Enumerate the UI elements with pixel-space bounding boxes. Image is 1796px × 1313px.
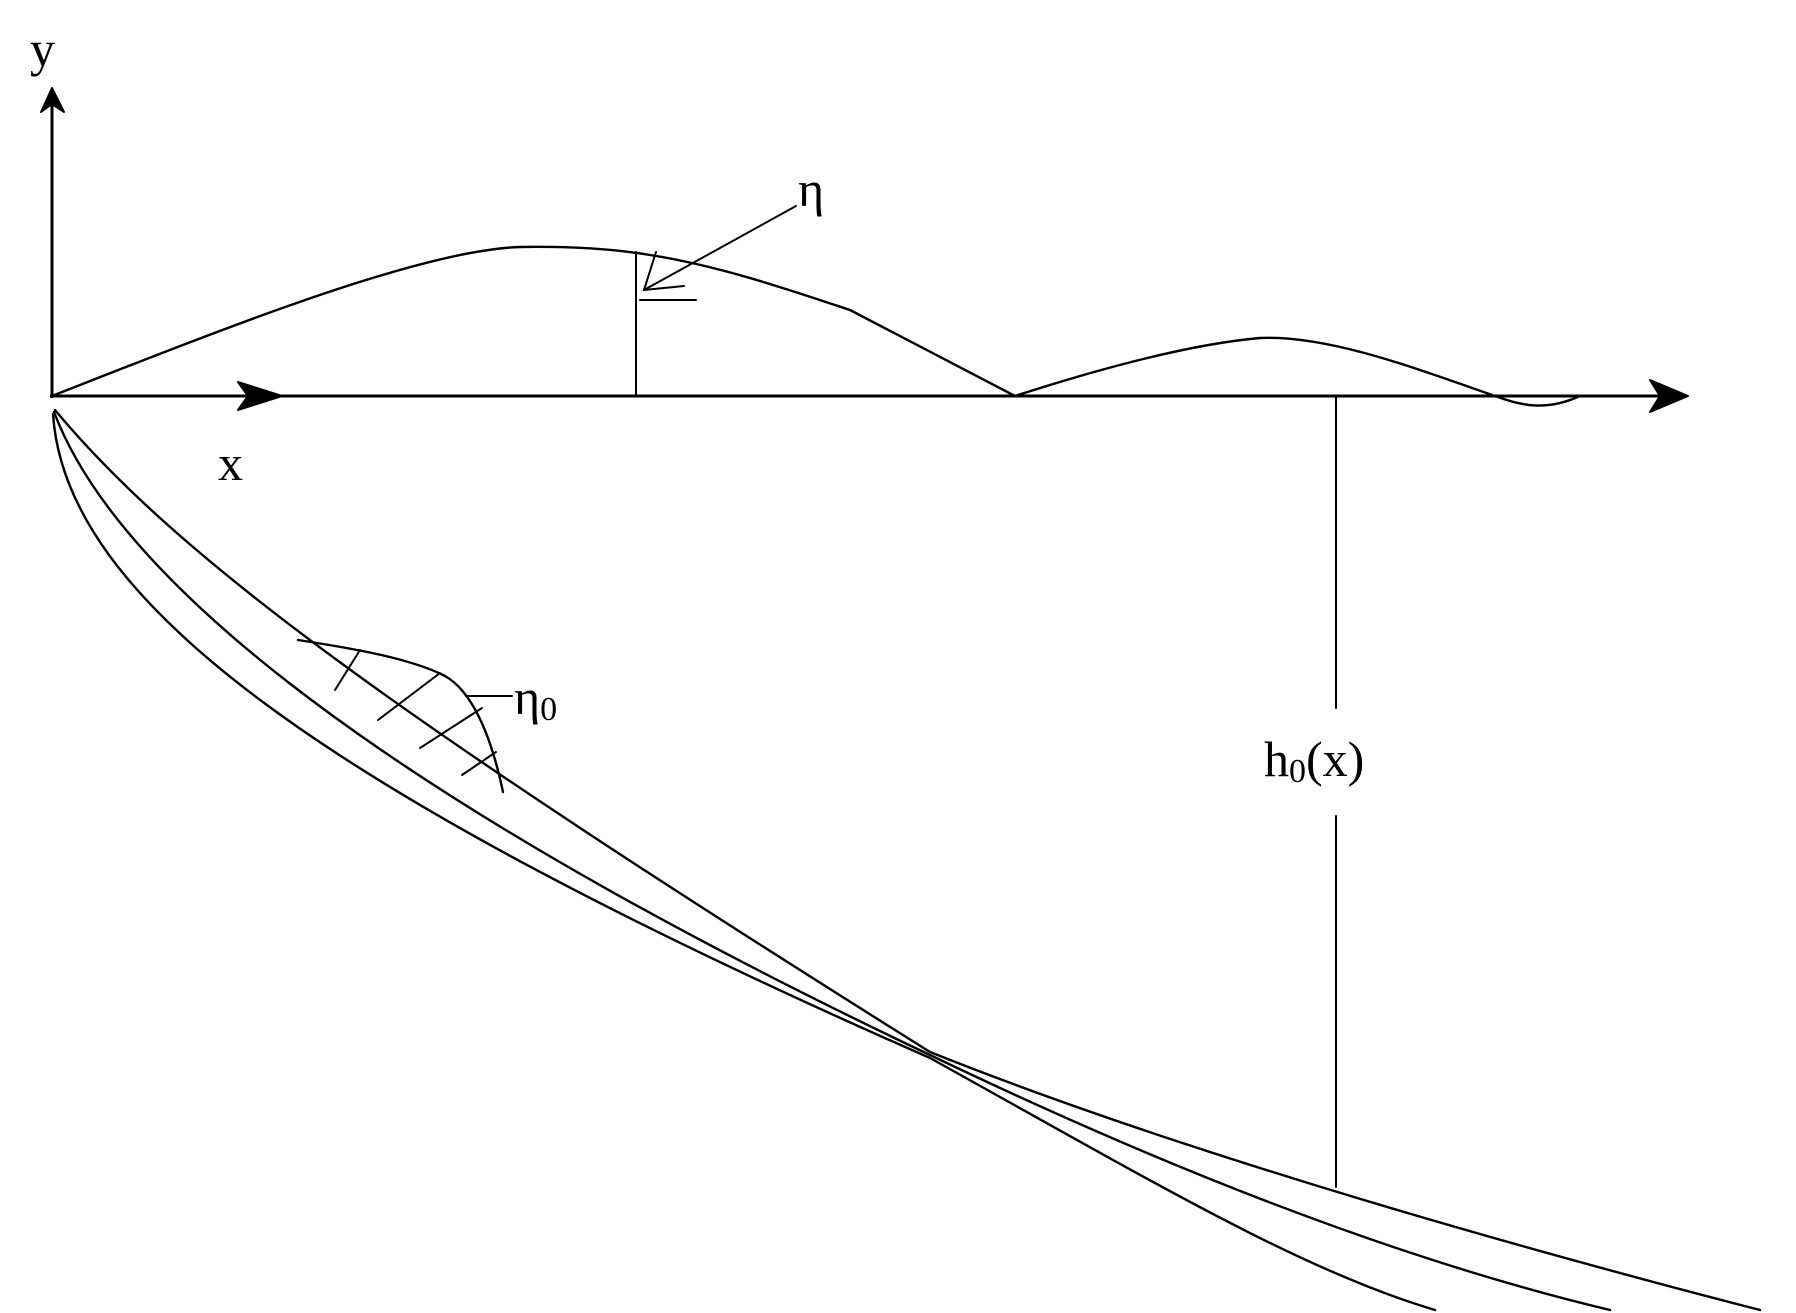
initial-hump-hatching xyxy=(334,649,497,776)
eta-leader-arrowhead-icon xyxy=(642,251,685,292)
bottom-profile-3 xyxy=(51,412,1437,1312)
eta0-label-base: η xyxy=(514,669,540,725)
surface-wave-profile xyxy=(50,245,1582,407)
eta0-label-subscript: 0 xyxy=(540,691,557,728)
x-axis-label: x xyxy=(218,435,243,491)
x-axis-arrowhead-icon xyxy=(1649,379,1689,413)
initial-hump-eta0 xyxy=(296,638,505,794)
bottom-profile-2 xyxy=(52,410,1612,1312)
eta-leader-line xyxy=(643,205,797,291)
h0-label-argument: (x) xyxy=(1306,731,1364,787)
h0-label: h0(x) xyxy=(1264,731,1364,790)
h0-label-subscript: 0 xyxy=(1289,753,1306,790)
x-axis-mid-arrowhead-icon xyxy=(237,381,283,411)
y-axis-arrowhead-icon xyxy=(40,87,65,113)
y-axis-label: y xyxy=(30,21,55,77)
eta-label: η xyxy=(798,161,824,217)
h0-label-base: h xyxy=(1264,731,1289,787)
eta0-label: η0 xyxy=(514,669,557,728)
bottom-profile-1 xyxy=(53,408,1762,1312)
